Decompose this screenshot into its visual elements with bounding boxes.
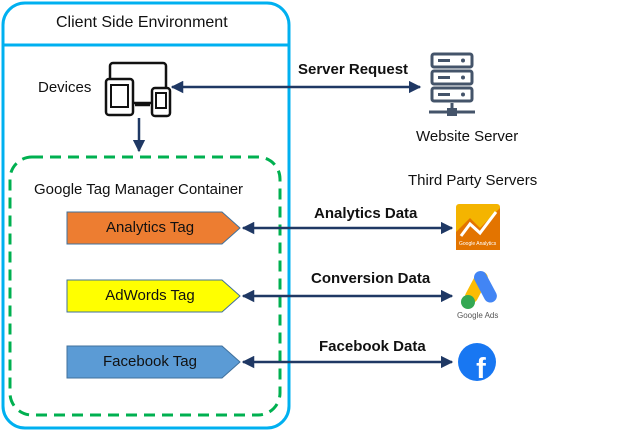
analytics-tag-shape[interactable] [66, 211, 241, 245]
server-request-label: Server Request [298, 61, 409, 78]
google-ads-caption: Google Ads [457, 311, 499, 320]
facebook-icon-letter: f [476, 353, 486, 385]
google-analytics-caption: Google Analytics [459, 241, 497, 247]
facebook-data-label: Facebook Data [319, 338, 426, 355]
facebook-tag-label: Facebook Tag [103, 353, 197, 370]
adwords-tag-label: AdWords Tag [105, 287, 195, 304]
analytics-data-label: Analytics Data [314, 205, 418, 222]
adwords-tag-shape[interactable] [66, 279, 241, 313]
devices-icon [104, 61, 172, 118]
client-environment-title: Client Side Environment [56, 14, 228, 31]
conversion-data-label: Conversion Data [311, 270, 431, 287]
google-ads-icon [461, 270, 497, 309]
website-server-label: Website Server [416, 128, 519, 145]
gtm-container-title: Google Tag Manager Container [34, 181, 244, 198]
facebook-icon: f [458, 343, 496, 385]
server-icon [429, 52, 475, 116]
devices-label: Devices [38, 79, 92, 96]
gtm-container [8, 155, 282, 417]
google-analytics-icon [456, 204, 500, 250]
client-environment-container [1, 1, 291, 430]
facebook-tag-shape[interactable] [66, 345, 241, 379]
third-party-servers-label: Third Party Servers [408, 172, 538, 189]
analytics-tag-label: Analytics Tag [105, 219, 195, 236]
